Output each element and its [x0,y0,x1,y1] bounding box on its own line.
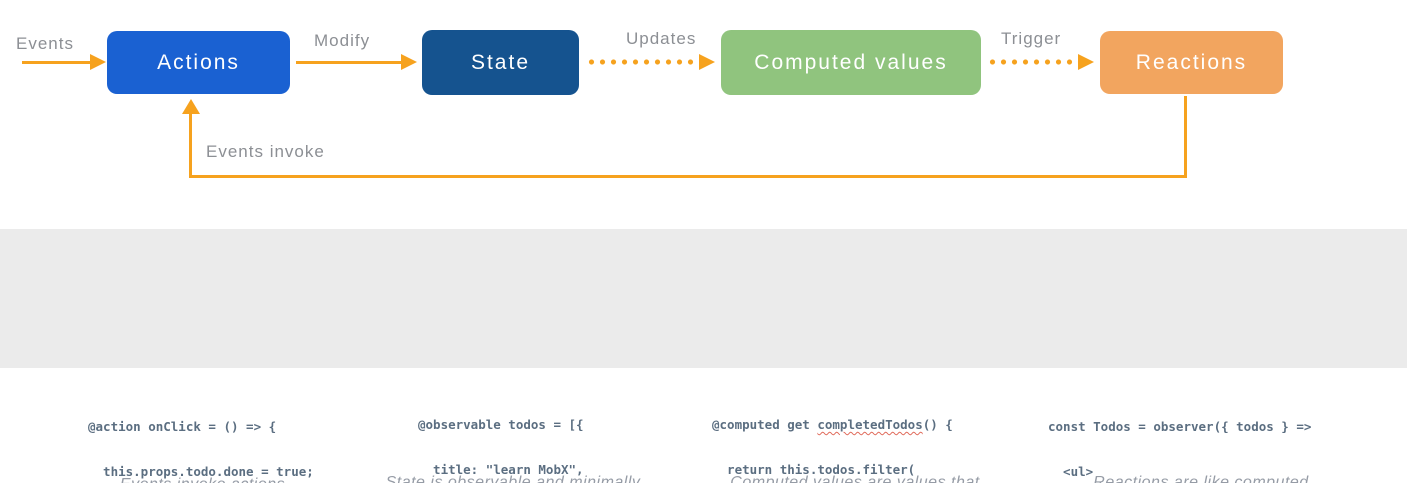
code-snippet-observer: const Todos = observer({ todos } => <ul>… [1048,389,1334,483]
node-computed-values: Computed values [721,30,981,95]
arrow-updates-dotted-line [586,59,698,65]
feedback-line-bottom [189,175,1187,178]
edge-label-modify: Modify [314,31,371,50]
edge-label-events: Events [16,34,74,53]
code-line: const Todos = observer({ todos } => [1048,419,1312,434]
arrow-events-line [22,61,92,64]
node-reactions: Reactions [1100,31,1283,94]
node-reactions-label: Reactions [1135,50,1248,74]
feedback-arrow-up-head-icon [182,99,200,114]
code-snippet-computed: @computed get completedTodos() { return … [712,387,953,483]
description-reactions: Reactions are like computed values and r… [1093,474,1309,483]
code-line: <ul> [1048,464,1094,479]
description-computed-values: Computed values are values that can be d… [730,474,980,483]
code-line: this.props.todo.done = true; [88,464,314,479]
node-state: State [422,30,579,95]
edge-label-events-invoke: Events invoke [206,142,325,161]
arrow-modify-head-icon [401,54,417,70]
code-line: @action onClick = () => { [88,419,277,434]
code-line: @computed get completedTodos() { [712,417,953,432]
node-actions-label: Actions [157,50,240,74]
arrow-trigger-head-icon [1078,54,1094,70]
arrow-events-head-icon [90,54,106,70]
code-line: title: "learn MobX", [418,462,584,477]
edge-label-trigger: Trigger [1001,29,1062,48]
description-panel: Events invoke actions. Actions are the o… [0,229,1407,483]
arrow-updates-head-icon [699,54,715,70]
arrow-modify-line [296,61,402,64]
node-computed-values-label: Computed values [754,50,948,74]
edge-label-updates: Updates [626,29,697,48]
code-line: return this.todos.filter( [712,462,916,477]
feedback-line-right [1184,96,1187,178]
arrow-trigger-dotted-line [987,59,1079,65]
code-snippet-action: @action onClick = () => { this.props.tod… [88,389,314,483]
node-state-label: State [470,50,531,74]
description-actions: Events invoke actions. Actions are the o… [82,475,328,483]
feedback-line-left [189,112,192,177]
code-snippet-observable: @observable todos = [{ title: "learn Mob… [418,387,584,483]
code-line: @observable todos = [{ [418,417,584,432]
description-state: State is observable and minimally define… [385,474,641,483]
node-actions: Actions [107,31,290,94]
